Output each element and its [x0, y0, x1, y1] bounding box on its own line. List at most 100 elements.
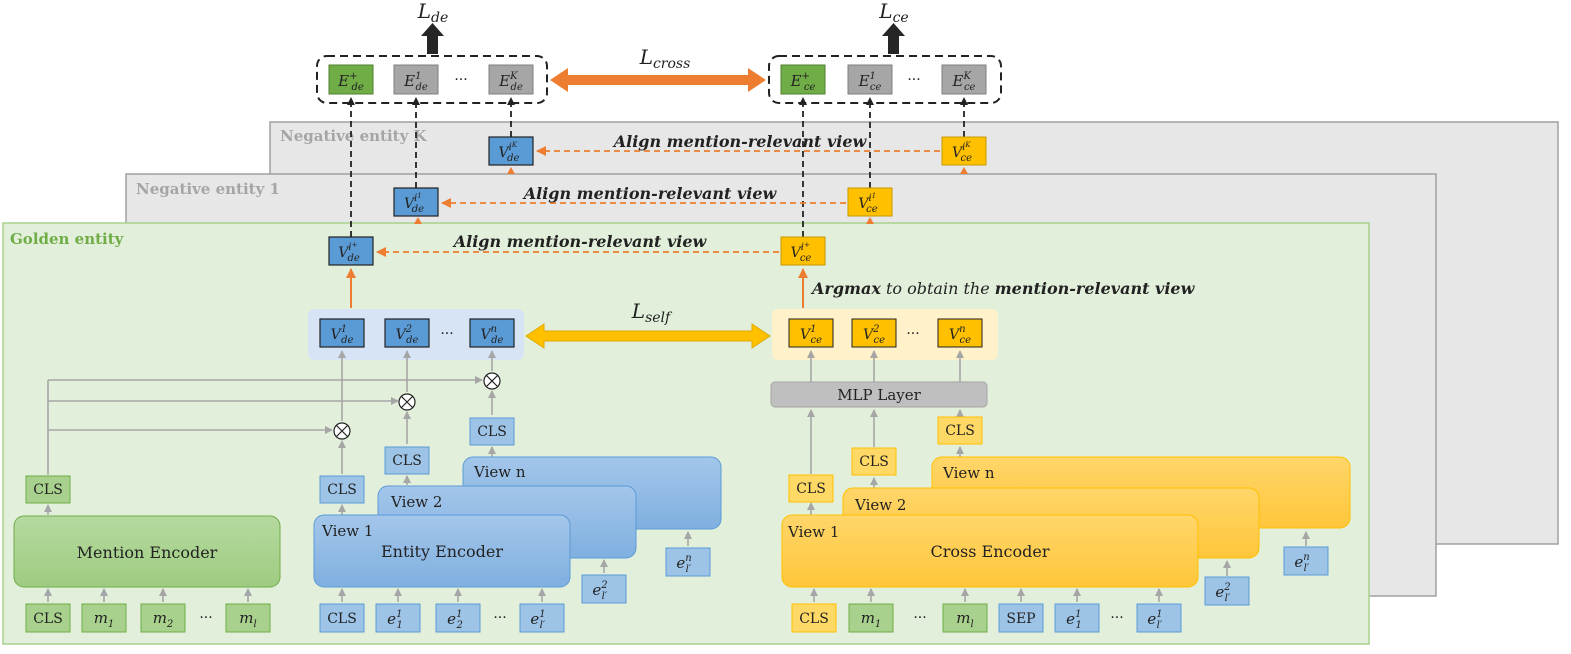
panel-negative-k-label: Negative entity K — [280, 127, 428, 145]
selected-view-ce-pos: Vi+ce — [780, 236, 826, 266]
mention-token-ml: ml — [225, 603, 271, 633]
svg-text:CLS: CLS — [33, 482, 63, 498]
loss-de-arrow — [421, 23, 444, 54]
svg-text:CLS: CLS — [796, 481, 826, 497]
mention-token-m1: m1 — [81, 603, 127, 633]
mention-token-m2: m2 — [140, 603, 186, 633]
svg-text:m1: m1 — [94, 609, 115, 630]
svg-text:CLS: CLS — [477, 424, 507, 440]
cross-token-sep: SEP — [998, 603, 1044, 633]
svg-text:e11: e11 — [387, 609, 403, 631]
svg-text:enl′: enl′ — [676, 553, 692, 575]
entity-token-cls: CLS — [319, 603, 365, 633]
svg-text:CLS: CLS — [859, 454, 889, 470]
entity-cls-output-n: CLS — [469, 417, 515, 446]
align-label-pos: Align mention-relevant view — [452, 232, 708, 251]
svg-text:e1l′: e1l′ — [530, 609, 545, 631]
loss-cross-arrow — [550, 68, 766, 92]
svg-text:e2l′: e2l′ — [1215, 582, 1230, 604]
align-source-markers — [414, 167, 968, 224]
loss-cross-label: Lcross — [639, 45, 691, 72]
multiply-icon-2 — [398, 393, 416, 411]
panel-negative-1-label: Negative entity 1 — [136, 180, 280, 198]
cross-cls-output-1: CLS — [788, 474, 834, 503]
svg-text:enl′: enl′ — [1294, 552, 1310, 574]
align-arrows — [376, 146, 940, 257]
select-arrows — [346, 268, 808, 308]
svg-text:View n: View n — [942, 464, 995, 482]
cross-encoder-label: Cross Encoder — [931, 542, 1050, 561]
multiply-icon-1 — [333, 422, 351, 440]
svg-text:CLS: CLS — [392, 453, 422, 469]
svg-text:View 1: View 1 — [787, 523, 839, 541]
svg-text:CLS: CLS — [327, 611, 357, 627]
cross-encoder-view-1: View 1 Cross Encoder — [781, 514, 1199, 588]
svg-text:e2l′: e2l′ — [592, 580, 607, 602]
bi-encoder-wires — [44, 350, 692, 602]
svg-text:ml: ml — [239, 609, 256, 630]
svg-text:CLS: CLS — [327, 482, 357, 498]
svg-text:Vi+de: Vi+de — [338, 241, 360, 264]
svg-text:CLS: CLS — [945, 423, 975, 439]
ce-embedding-ellipsis: ··· — [907, 72, 920, 88]
loss-self-arrow — [525, 323, 771, 349]
svg-text:CLS: CLS — [33, 611, 63, 627]
entity-cls-output-1: CLS — [319, 475, 365, 504]
mention-token-ellipsis: ··· — [199, 610, 212, 626]
cross-mention-ellipsis: ··· — [913, 610, 926, 626]
svg-text:Vi+ce: Vi+ce — [791, 241, 812, 264]
cross-entity-ellipsis: ··· — [1110, 610, 1123, 626]
de-embedding-ellipsis: ··· — [454, 72, 467, 88]
cross-token-cls: CLS — [791, 603, 837, 633]
cross-token-m1: m1 — [848, 603, 894, 633]
svg-text:m1: m1 — [861, 609, 882, 630]
svg-text:e11: e11 — [1066, 609, 1082, 631]
svg-text:e1l′: e1l′ — [1147, 609, 1162, 631]
multiply-icon-n — [483, 372, 501, 390]
cross-cls-output-2: CLS — [851, 447, 897, 476]
mention-token-cls: CLS — [25, 603, 71, 633]
svg-text:View 1: View 1 — [321, 522, 373, 540]
align-label-k: Align mention-relevant view — [612, 132, 868, 151]
entity-encoder-view-1: View 1 Entity Encoder — [313, 514, 571, 588]
svg-text:View 2: View 2 — [854, 496, 906, 514]
de-view-ellipsis: ··· — [440, 326, 453, 342]
entity-token-ellipsis: ··· — [493, 610, 506, 626]
svg-text:m2: m2 — [153, 609, 174, 630]
mention-encoder-label: Mention Encoder — [77, 543, 218, 562]
svg-text:e12: e12 — [447, 609, 463, 631]
mention-cls-output: CLS — [25, 475, 71, 504]
svg-text:View n: View n — [473, 463, 526, 481]
mlp-layer-label: MLP Layer — [837, 386, 921, 404]
cross-token-ml: ml — [942, 603, 988, 633]
mlp-layer: MLP Layer — [770, 381, 988, 408]
selected-view-de-pos: Vi+de — [328, 236, 374, 266]
entity-encoder-label: Entity Encoder — [381, 542, 503, 561]
embedding-e-de-pos: E+de — [328, 64, 374, 95]
